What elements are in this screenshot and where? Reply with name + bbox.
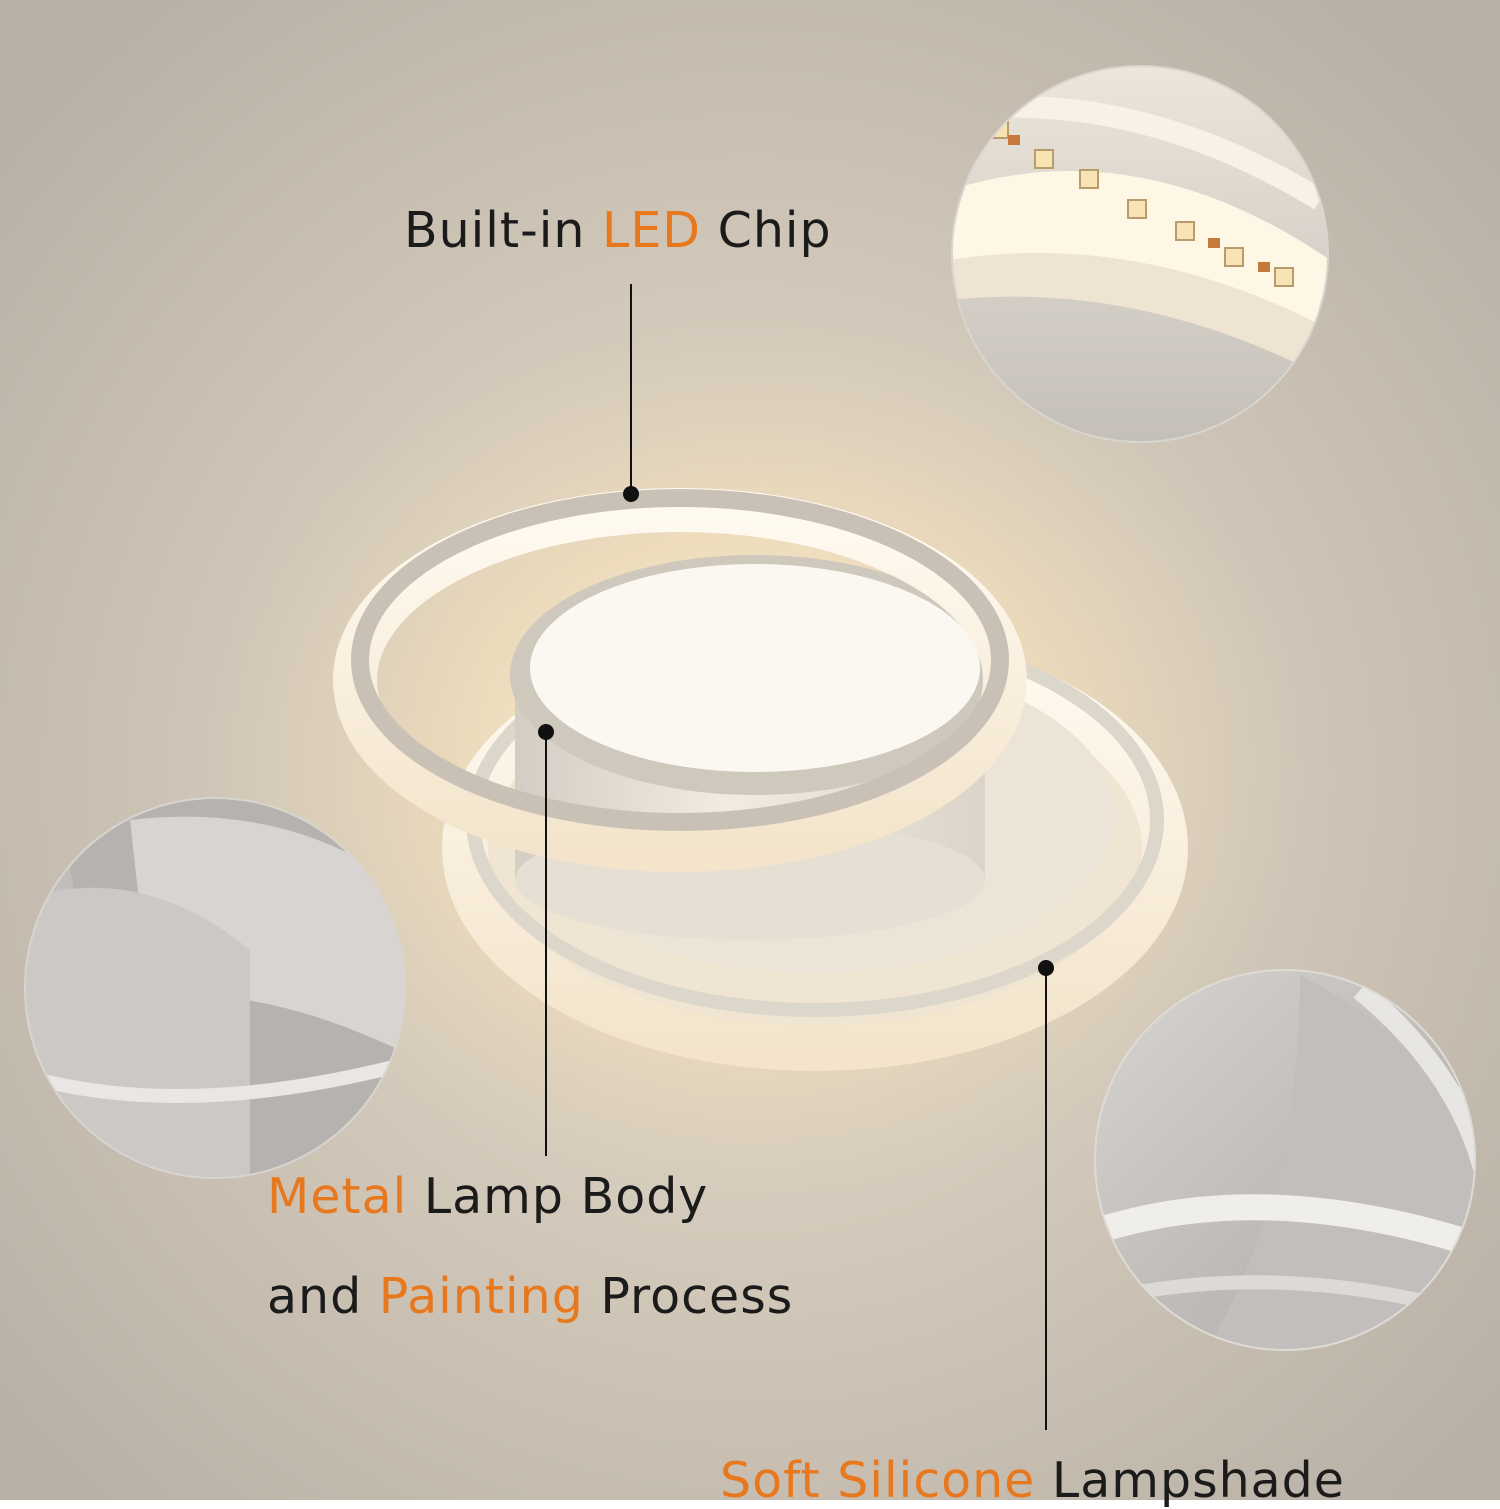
painting-post: Process [583, 1268, 794, 1325]
lamp-body-accent: Metal [267, 1168, 408, 1225]
lampshade-callout: Soft Silicone Lampshade [720, 1452, 1345, 1509]
zoom-metal-body [25, 798, 405, 1178]
led-chip-post: Chip [701, 202, 832, 259]
painting-pre: and [267, 1268, 379, 1325]
painting-accent: Painting [378, 1268, 584, 1325]
lamp-body-post: Lamp Body [407, 1168, 709, 1225]
lamp-body-callout-line2: and Painting Process [267, 1268, 793, 1325]
led-chips [989, 119, 1294, 287]
lampshade-post: Lampshade [1035, 1452, 1345, 1509]
lampshade-accent: Soft Silicone [720, 1452, 1036, 1509]
zoom-silicone-shade [1095, 970, 1475, 1350]
lamp-body-callout-line1: Metal Lamp Body [267, 1168, 708, 1225]
zoom-silicone-shade-border [1094, 969, 1476, 1351]
zoom-metal-body-border [24, 797, 406, 1179]
led-chip-accent: LED [602, 202, 702, 259]
led-chip-callout: Built-in LED Chip [404, 202, 832, 259]
zoom-led-strip [952, 66, 1328, 442]
callout-led-pointer [623, 284, 639, 502]
callout-shade-pointer [1038, 960, 1054, 1430]
led-chip-pre: Built-in [404, 202, 603, 259]
lamp-center-cylinder [510, 555, 1000, 940]
zoom-led-strip-border [951, 65, 1329, 443]
callout-body-pointer [538, 724, 554, 1156]
lamp-upper-ring [333, 488, 1027, 872]
